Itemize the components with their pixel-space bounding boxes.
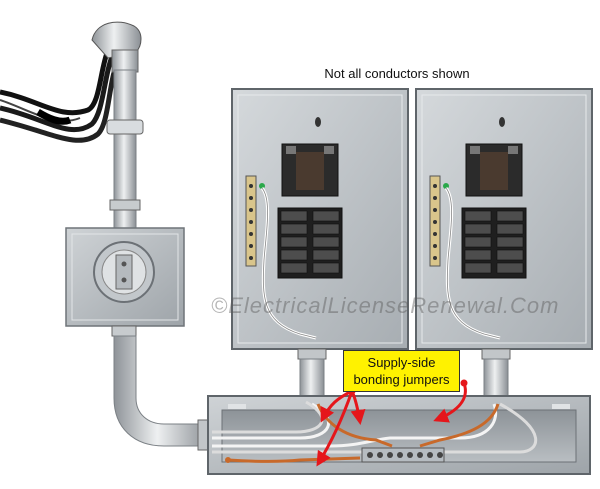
panel-mounting-hole (315, 117, 321, 127)
service-head (91, 21, 142, 73)
callout-label: Supply-side bonding jumpers (343, 350, 460, 392)
watermark: ©ElectricalLicenseRenewal.Com (211, 293, 560, 318)
panelboard-right (415, 88, 593, 350)
panel-nipples (297, 348, 511, 400)
meter-enclosure (65, 227, 185, 327)
conduit-strap (106, 119, 144, 135)
conduit-coupling (109, 199, 141, 211)
panelboard-left (231, 88, 409, 350)
callout-line-1: Supply-side (367, 355, 436, 370)
callout-line-2: bonding jumpers (353, 372, 450, 387)
diagram-caption: Not all conductors shown (324, 66, 470, 81)
gutter-conductors (212, 400, 537, 454)
service-drop-cables (0, 49, 123, 143)
meter-to-gutter-conduit (111, 325, 213, 451)
panel-mounting-hole (499, 117, 505, 127)
